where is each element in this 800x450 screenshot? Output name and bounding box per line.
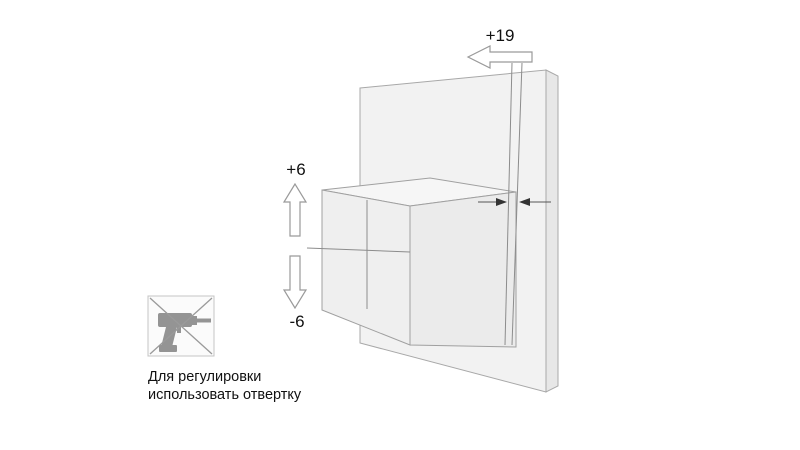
depth-adjust-label: +19 [486, 26, 515, 45]
drawer-divider-horizontal [306, 247, 411, 253]
dimension-arrow-left-icon [519, 198, 530, 206]
note-line-1: Для регулировки [148, 369, 261, 385]
dimension-arrow-right-icon [496, 198, 507, 206]
back-panel-edge [545, 69, 559, 393]
cross-line-2 [149, 297, 213, 355]
down-adjust-arrow-icon [282, 255, 308, 310]
down-adjust-label: -6 [289, 312, 304, 331]
cabinet-right-face [409, 191, 517, 348]
dimension-extension-line-1 [504, 62, 513, 346]
cabinet-left-face [321, 189, 411, 346]
note-line-2: использовать отвертку [148, 387, 302, 403]
depth-adjust-arrow-icon [466, 45, 533, 69]
up-adjust-label: +6 [286, 160, 305, 179]
dimension-extension-line-2 [511, 62, 523, 346]
no-drill-pictogram [147, 295, 215, 357]
up-adjust-arrow-icon [282, 182, 308, 237]
